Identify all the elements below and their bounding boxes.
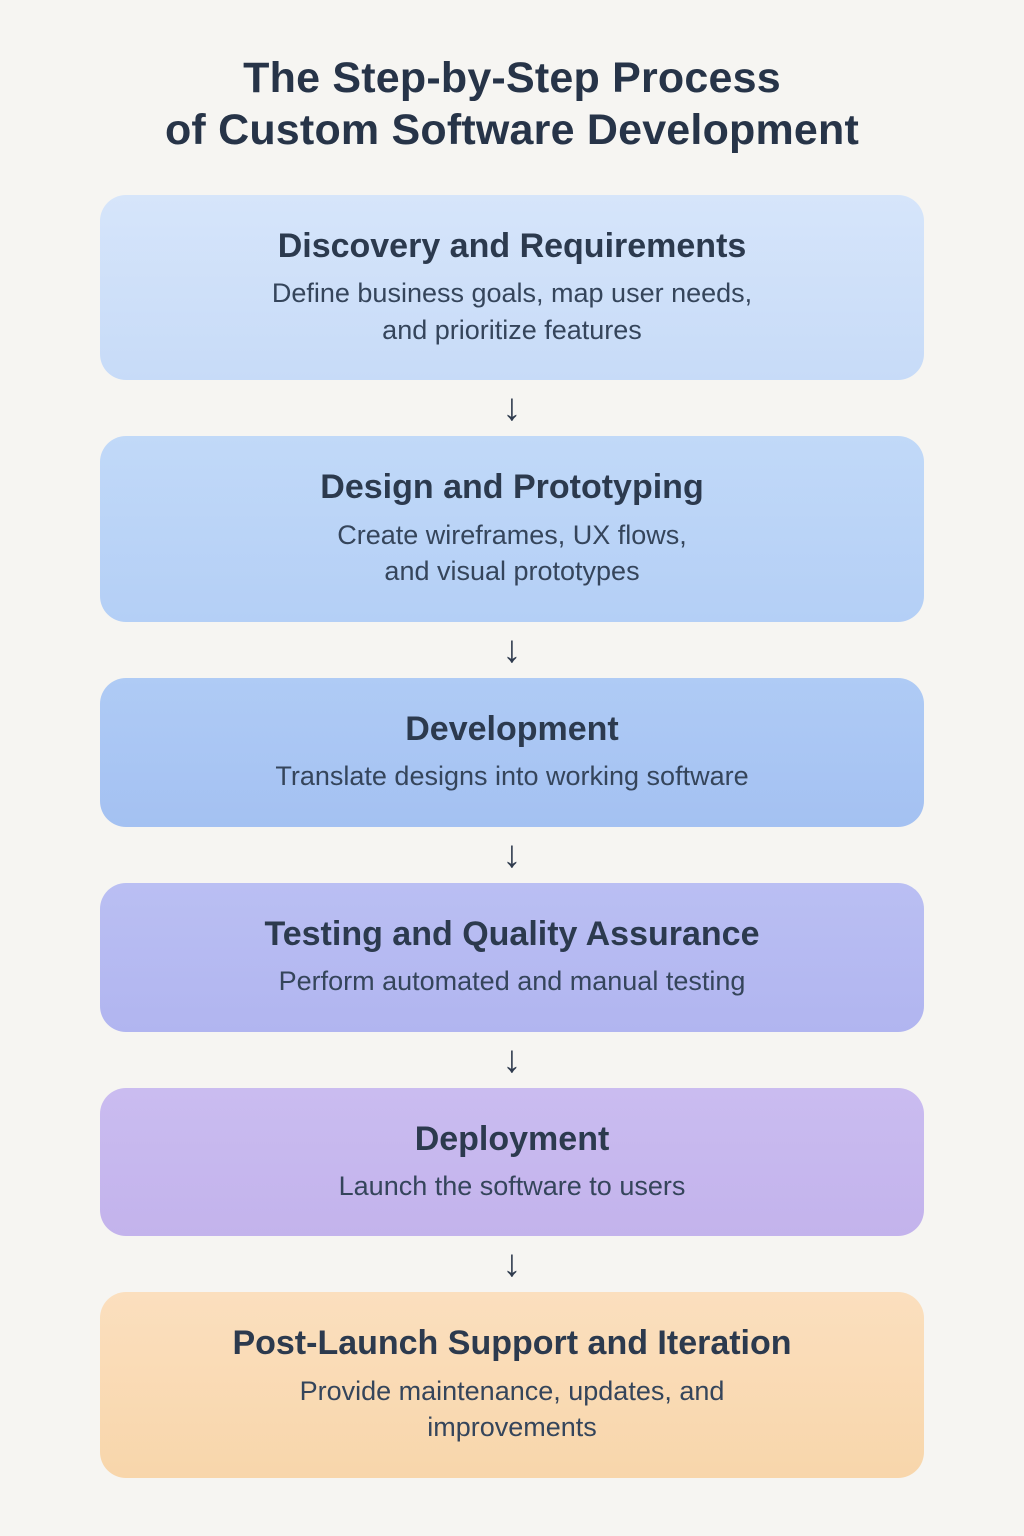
- step-heading: Deployment: [414, 1119, 610, 1158]
- step-description: Perform automated and manual testing: [278, 966, 746, 997]
- step-description: Launch the software to users: [338, 1171, 686, 1202]
- step-description: Create wireframes, UX flows, and visual …: [337, 519, 687, 587]
- process-step: Testing and Quality Assurance Perform au…: [100, 882, 924, 1032]
- step-heading: Design and Prototyping: [320, 468, 704, 507]
- page-title: The Step-by-Step Process of Custom Softw…: [164, 54, 860, 155]
- down-arrow-icon: ↓: [502, 833, 522, 876]
- step-heading: Development: [405, 709, 619, 748]
- step-heading: Post-Launch Support and Iteration: [232, 1324, 792, 1363]
- process-step: Deployment Launch the software to users: [100, 1087, 924, 1237]
- process-step: Development Translate designs into worki…: [100, 677, 924, 827]
- process-step: Discovery and Requirements Define busine…: [100, 194, 924, 381]
- process-step: Design and Prototyping Create wireframes…: [100, 436, 924, 622]
- process-step: Post-Launch Support and Iteration Provid…: [100, 1292, 924, 1478]
- process-flow: Discovery and Requirements Define busine…: [100, 194, 924, 1478]
- step-heading: Testing and Quality Assurance: [264, 914, 760, 953]
- step-description: Define business goals, map user needs, a…: [271, 278, 753, 345]
- down-arrow-icon: ↓: [502, 628, 522, 671]
- step-description: Provide maintenance, updates, and improv…: [299, 1375, 725, 1443]
- down-arrow-icon: ↓: [502, 387, 522, 430]
- down-arrow-icon: ↓: [502, 1243, 522, 1286]
- down-arrow-icon: ↓: [502, 1038, 522, 1081]
- step-description: Translate designs into working software: [275, 761, 749, 792]
- step-heading: Discovery and Requirements: [277, 226, 747, 265]
